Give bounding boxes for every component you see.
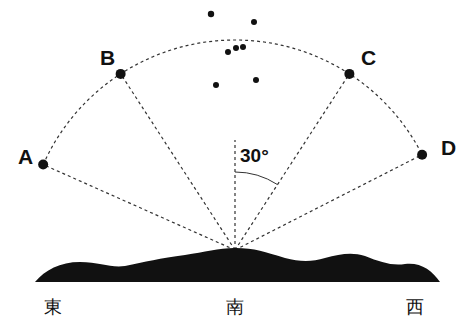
direction-label: 南 [226, 298, 244, 316]
position-dot [344, 69, 354, 79]
sight-line [43, 165, 235, 250]
sight-line [121, 74, 235, 250]
mountain-silhouette [35, 248, 440, 282]
position-dot [116, 69, 126, 79]
direction-label: 東 [44, 298, 62, 316]
direction-label: 西 [406, 298, 424, 316]
position-label: D [441, 137, 456, 158]
position-label: B [100, 47, 115, 68]
south-line [234, 140, 235, 250]
sight-lines [43, 40, 422, 250]
sight-line [235, 74, 349, 250]
angle-label: 30° [240, 146, 269, 165]
stars [208, 11, 259, 88]
position-label: A [18, 146, 33, 167]
sky-arc [43, 40, 422, 165]
sight-line [235, 155, 422, 250]
position-dot [38, 160, 48, 170]
position-dot [417, 150, 427, 160]
angle-arc [235, 172, 278, 185]
position-label: C [361, 47, 376, 68]
position-dots [38, 69, 427, 170]
